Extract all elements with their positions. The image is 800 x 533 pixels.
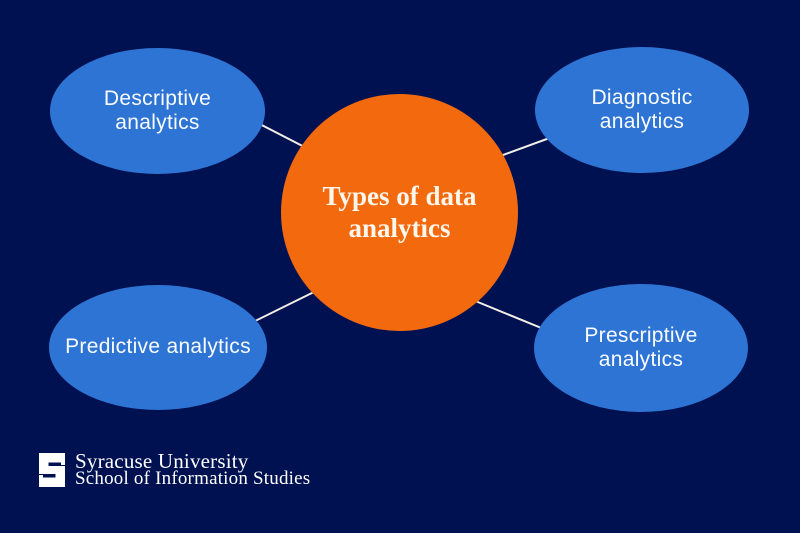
logo-text: Syracuse University School of Informatio… xyxy=(75,449,311,489)
center-topic-circle: Types of data analytics xyxy=(281,94,518,331)
block-s-icon xyxy=(39,453,65,487)
node-descriptive-analytics: Descriptive analytics xyxy=(50,48,265,174)
center-topic-label: Types of data analytics xyxy=(322,180,477,243)
node-label: Predictive analytics xyxy=(65,335,251,359)
node-label: Prescriptive analytics xyxy=(584,323,698,371)
connector-line xyxy=(494,135,556,159)
connector-line xyxy=(244,289,319,327)
node-diagnostic-analytics: Diagnostic analytics xyxy=(535,47,749,173)
node-prescriptive-analytics: Prescriptive analytics xyxy=(534,284,748,412)
node-label: Diagnostic analytics xyxy=(591,85,693,133)
logo-school-name: School of Information Studies xyxy=(75,468,311,489)
node-label: Descriptive analytics xyxy=(103,86,212,134)
syracuse-logo: Syracuse University School of Informatio… xyxy=(39,449,311,489)
logo-org-name: Syracuse University xyxy=(75,449,249,473)
node-predictive-analytics: Predictive analytics xyxy=(49,285,267,410)
